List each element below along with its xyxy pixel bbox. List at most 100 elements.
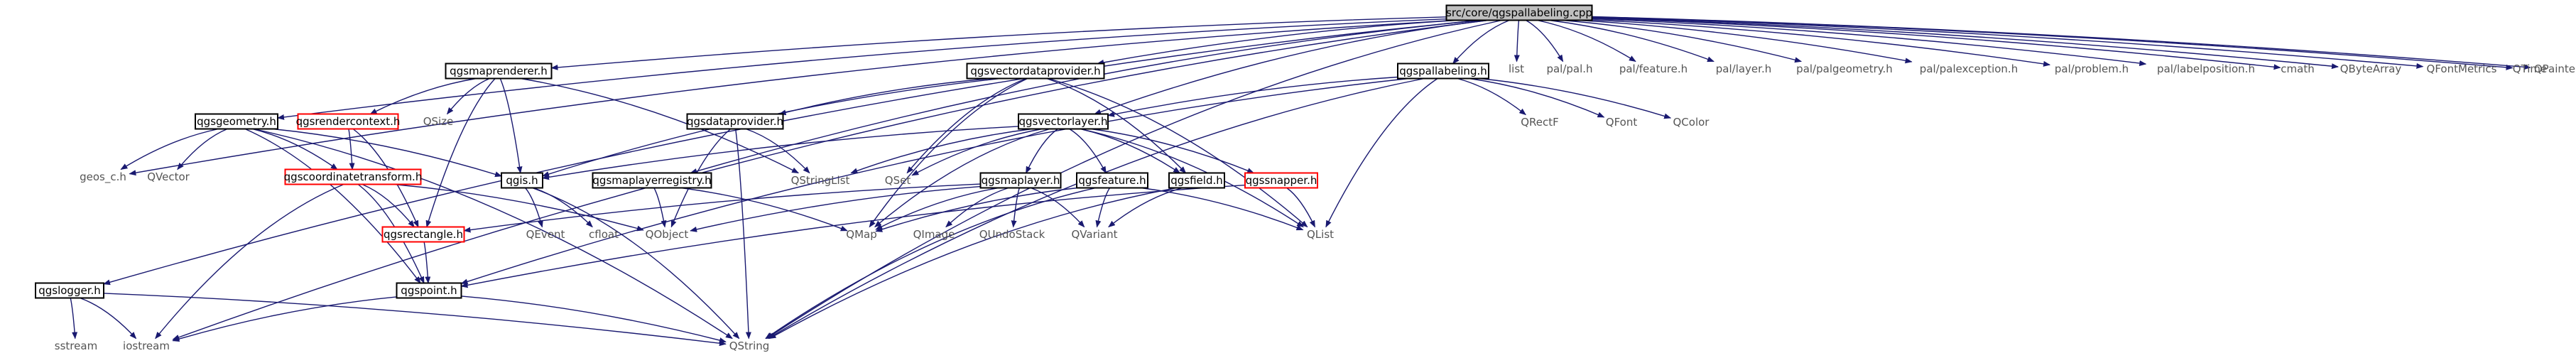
node-label-palgeometry: pal/palgeometry.h (1796, 63, 1893, 75)
node-label-pallayer: pal/layer.h (1716, 63, 1771, 75)
node-label-qtime: QTime (2513, 63, 2548, 75)
node-qsize: QSize (423, 115, 454, 128)
node-label-qstring: QString (729, 340, 770, 352)
edge-qgsmaplayer-to-qimage (945, 187, 1009, 228)
edge-qgsmaplayer-to-qmap (875, 187, 999, 230)
node-box-qgsmaplayerregistry (592, 172, 712, 189)
node-box-qgis (501, 172, 543, 189)
node-qgsrectangle[interactable]: qgsrectangle.h (381, 226, 465, 243)
node-box-qgsmaplayer (979, 172, 1062, 189)
node-label-qfont: QFont (1606, 116, 1638, 129)
node-qfont: QFont (1606, 116, 1638, 129)
node-label-qgsvectorlayer: qgsvectorlayer.h (1019, 115, 1108, 128)
edge-qgsmaplayer-to-qundostack (1011, 188, 1020, 228)
node-label-sstream: sstream (55, 340, 97, 352)
node-label-qmap: QMap (846, 228, 876, 241)
node-label-qgsmaplayer: qgsmaplayer.h (982, 174, 1060, 187)
node-qgsmaplayer[interactable]: qgsmaplayer.h (979, 172, 1062, 189)
node-qgsgeometry[interactable]: qgsgeometry.h (195, 113, 278, 130)
node-box-qgsvectorlayer (1018, 113, 1109, 130)
node-qgsmaplayerregistry[interactable]: qgsmaplayerregistry.h (592, 172, 712, 189)
edge-root-to-qgslogger (103, 19, 1481, 286)
node-label-qrectf: QRectF (1521, 116, 1559, 129)
node-label-qgsgeometry: qgsgeometry.h (197, 115, 276, 128)
node-box-qgsmaprenderer (445, 63, 553, 80)
edge-root-to-palexception (1579, 19, 1913, 64)
node-qgsvectorlayer[interactable]: qgsvectorlayer.h (1018, 113, 1109, 130)
node-qundostack: QUndoStack (979, 228, 1045, 241)
node-qtime: QTime (2513, 63, 2548, 75)
edge-qgsfeature-to-qlist (1141, 187, 1304, 231)
node-box-qgsrendercontext (297, 113, 399, 130)
node-cfloat: cfloat (589, 228, 619, 241)
node-label-qgslogger: qgslogger.h (38, 284, 101, 297)
node-qrectf: QRectF (1521, 116, 1559, 129)
node-box-root (1445, 4, 1593, 21)
node-label-cmath: cmath (2281, 63, 2314, 75)
edge-root-to-qpainter (1592, 16, 2531, 70)
node-qgsfeature[interactable]: qgsfeature.h (1076, 172, 1148, 189)
edge-qgspallabeling-to-qlist (1325, 77, 1438, 228)
node-label-qstringlist: QStringList (791, 174, 850, 187)
node-sstream: sstream (55, 340, 97, 352)
node-qgsvectordataprovider[interactable]: qgsvectordataprovider.h (966, 63, 1105, 80)
edge-qgsgeometry-to-qgis (272, 128, 502, 178)
node-label-qobject: QObject (646, 228, 689, 241)
edge-qgsvectorlayer-to-qlist (1080, 128, 1304, 228)
node-label-qundostack: QUndoStack (979, 228, 1045, 241)
edge-root-to-palpal (1526, 19, 1564, 63)
node-qimage: QImage (913, 228, 955, 241)
node-box-qgsgeometry (195, 113, 278, 130)
edge-qgspallabeling-to-qgsvectorlayer (1107, 76, 1398, 117)
node-qgsrendercontext[interactable]: qgsrendercontext.h (296, 113, 401, 130)
node-qgis[interactable]: qgis.h (501, 172, 543, 189)
node-qbytearray: QByteArray (2340, 63, 2402, 75)
edge-qgscoordinatetransform-to-qgsrectangle (362, 183, 415, 228)
node-qgslogger[interactable]: qgslogger.h (35, 282, 104, 299)
node-qstringlist: QStringList (791, 174, 850, 187)
edge-root-to-qbytearray (1592, 17, 2339, 70)
edge-qgsvectordataprovider-to-qmap (869, 77, 1028, 228)
node-label-qlist: QList (1307, 228, 1334, 241)
node-box-qgsfeature (1076, 172, 1148, 189)
node-geos: geos_c.h (80, 170, 126, 184)
edge-root-to-cmath (1592, 17, 2281, 70)
edge-qgspallabeling-to-qrectf (1457, 77, 1526, 116)
node-box-qgspoint (396, 282, 462, 299)
node-label-qbytearray: QByteArray (2340, 63, 2402, 75)
node-iostream: iostream (123, 340, 170, 352)
edge-qgsvectorlayer-to-qgssnapper (1090, 128, 1255, 174)
edge-root-to-palgeometry (1562, 19, 1803, 63)
node-qgsdataprovider[interactable]: qgsdataprovider.h (686, 113, 784, 130)
node-label-qgsfeature: qgsfeature.h (1078, 174, 1146, 187)
edge-qgscoordinatetransform-to-qobject (393, 183, 644, 232)
edge-qgsmaplayerregistry-to-qmap (680, 187, 848, 232)
edge-qgsvectordataprovider-to-qgsdataprovider (778, 77, 991, 116)
edge-qgssnapper-to-qlist (1286, 187, 1316, 228)
node-label-pallabelposition: pal/labelposition.h (2157, 63, 2255, 75)
edge-root-to-qgsvectordataprovider (1097, 19, 1457, 65)
node-qgspoint[interactable]: qgspoint.h (396, 282, 462, 299)
edge-qgsfeature-to-qmap (875, 187, 1078, 232)
edge-root-to-qgsmaprenderer (550, 16, 1447, 70)
node-label-qfontmetrics: QFontMetrics (2427, 63, 2497, 75)
node-label-palpal: pal/pal.h (1546, 63, 1592, 75)
edge-qgsvectordataprovider-to-qlist (1048, 77, 1308, 228)
node-qobject: QObject (646, 228, 689, 241)
node-qgsfield[interactable]: qgsfield.h (1168, 172, 1225, 189)
edge-qgsvectorlayer-to-qgis (542, 126, 1019, 180)
node-qgssnapper[interactable]: qgssnapper.h (1244, 172, 1318, 189)
edge-qgsmaplayerregistry-to-qobject (653, 188, 667, 228)
edge-qgsmaprenderer-to-qsize (446, 77, 490, 115)
edge-qgslogger-to-sstream (70, 298, 78, 340)
node-label-qgssnapper: qgssnapper.h (1246, 174, 1317, 187)
node-root[interactable]: src/core/qgspallabeling.cpp (1445, 4, 1593, 21)
node-qgscoordinatetransform[interactable]: qgscoordinatetransform.h (284, 168, 423, 185)
edge-qgsvectorlayer-to-qmap (874, 128, 1050, 228)
node-qgsmaprenderer[interactable]: qgsmaprenderer.h (445, 63, 553, 80)
edge-qgspoint-to-qstring (461, 295, 727, 343)
edge-qgsvectordataprovider-to-qset (906, 77, 1027, 174)
node-qgspallabeling[interactable]: qgspallabeling.h (1397, 63, 1489, 80)
node-qvariant: QVariant (1071, 228, 1117, 241)
edge-qgis-to-qevent (525, 188, 543, 228)
